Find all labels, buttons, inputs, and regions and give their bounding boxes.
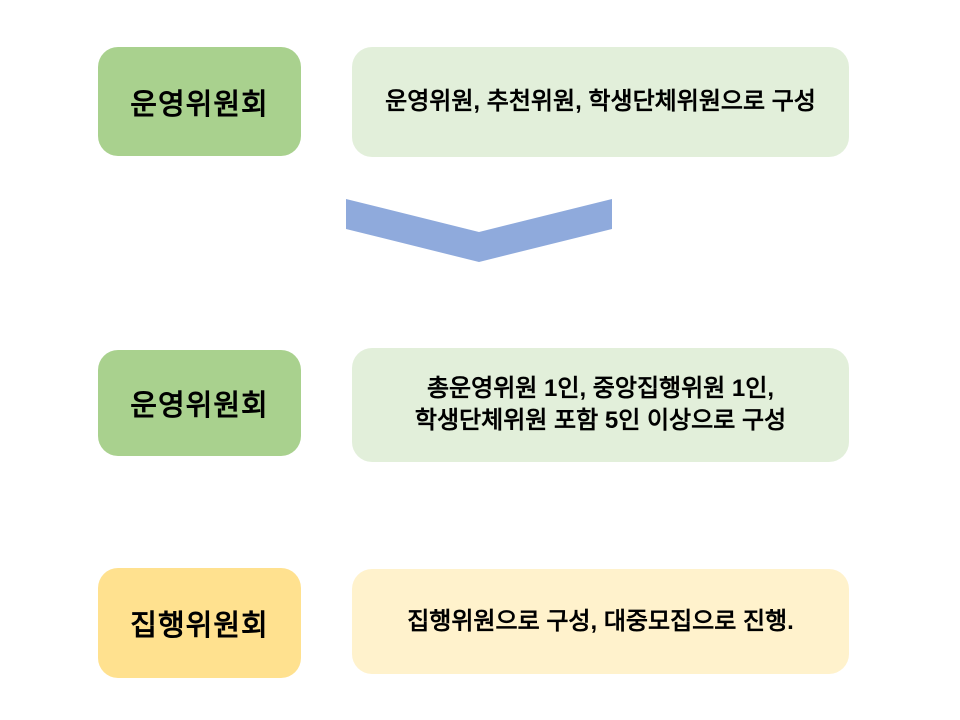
committee-description-box-executive: 집행위원으로 구성, 대중모집으로 진행. (352, 569, 849, 674)
committee-label: 운영위원회 (130, 390, 269, 422)
committee-description: 총운영위원 1인, 중앙집행위원 1인, 학생단체위원 포함 5인 이상으로 구… (414, 375, 787, 434)
committee-description: 집행위원으로 구성, 대중모집으로 진행. (407, 607, 794, 635)
committee-description-box-steering-1: 운영위원, 추천위원, 학생단체위원으로 구성 (352, 47, 849, 157)
committee-label-box-steering-2: 운영위원회 (98, 350, 301, 456)
committee-label-box-executive: 집행위원회 (98, 568, 301, 678)
committee-label-box-steering-1: 운영위원회 (98, 47, 301, 156)
committee-label: 운영위원회 (130, 88, 269, 121)
chevron-down-icon (346, 199, 612, 262)
committee-label: 집행위원회 (130, 610, 269, 642)
committee-description-box-steering-2: 총운영위원 1인, 중앙집행위원 1인, 학생단체위원 포함 5인 이상으로 구… (352, 348, 849, 462)
committee-description: 운영위원, 추천위원, 학생단체위원으로 구성 (385, 88, 816, 116)
chevron-down-shape (346, 199, 612, 262)
